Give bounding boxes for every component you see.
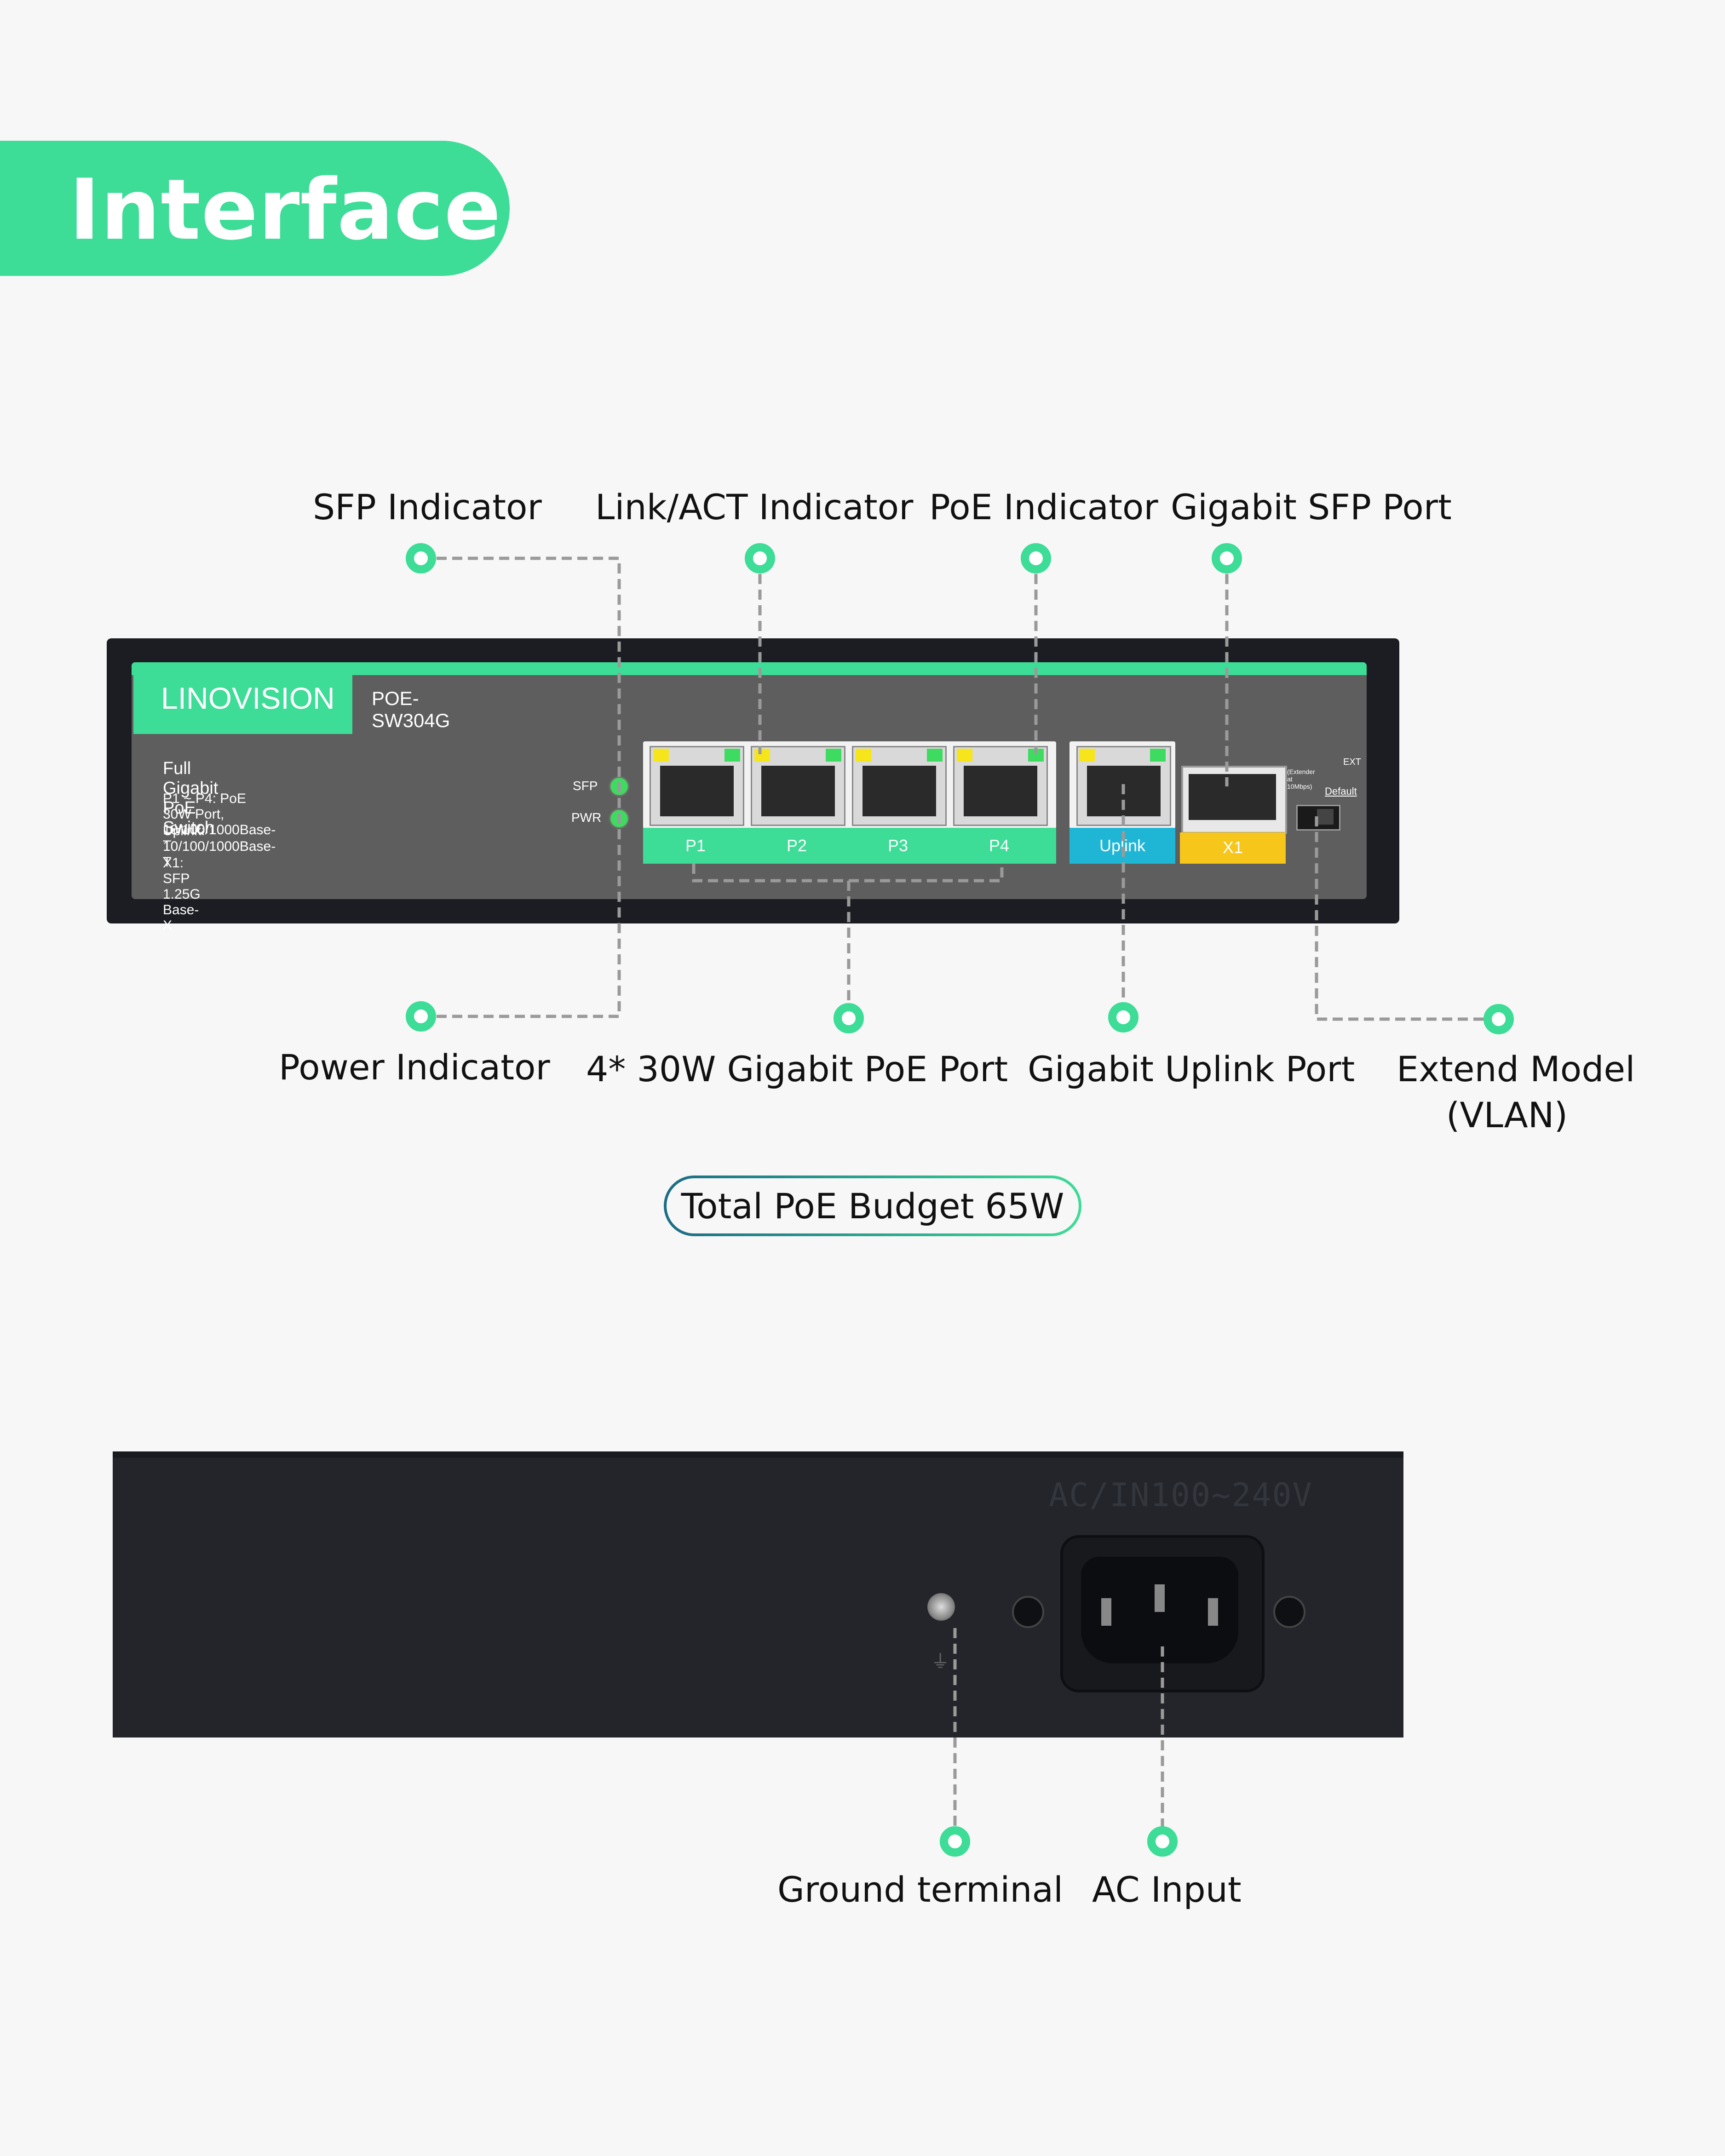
voltage-label: AC/IN100~240V	[1049, 1476, 1313, 1514]
pwr-led	[611, 810, 627, 827]
pwr-led-label: PWR	[571, 810, 602, 825]
poe-budget-badge: Total PoE Budget 65W	[664, 1175, 1081, 1236]
dot-ground	[940, 1826, 970, 1857]
callout-sfp-indicator: SFP Indicator	[313, 487, 542, 528]
dot-ac-input	[1147, 1826, 1178, 1857]
dot-sfp-port	[1212, 543, 1242, 573]
uplink-label: Uplink	[1099, 836, 1146, 855]
callout-poe-indicator: PoE Indicator	[929, 487, 1158, 528]
dot-poe-indicator	[1021, 543, 1051, 573]
default-label: Default	[1325, 786, 1357, 797]
spec-line-1: Full Gigabit PoE Switch	[163, 759, 218, 837]
sfp-strip	[1180, 832, 1286, 864]
p4-link-led	[957, 749, 972, 762]
sfp-led	[611, 778, 627, 795]
p4-poe-led	[1028, 749, 1044, 762]
ground-screw	[927, 1593, 955, 1621]
callout-power-indicator: Power Indicator	[279, 1047, 550, 1088]
callout-extend-model-line1: Extend Model	[1397, 1049, 1635, 1089]
port-label-p3: P3	[887, 836, 908, 855]
dot-power-indicator	[406, 1001, 436, 1032]
spec-line-4: X1: SFP 1.25G Base-X	[163, 855, 201, 933]
header-pill	[0, 141, 510, 276]
dot-uplink-port	[1108, 1002, 1138, 1032]
callout-uplink-port: Gigabit Uplink Port	[1028, 1049, 1355, 1089]
port-label-p2: P2	[786, 836, 807, 855]
callout-link-act-indicator: Link/ACT Indicator	[595, 487, 914, 528]
callout-extend-model-line2: (VLAN)	[1446, 1095, 1568, 1135]
port-label-p4: P4	[989, 836, 1010, 855]
dot-sfp-indicator	[406, 543, 436, 573]
ext-label: EXT	[1343, 757, 1361, 767]
rear-top-edge	[113, 1451, 1403, 1458]
p1-link-led	[653, 749, 669, 762]
poe-port-strip	[643, 828, 1056, 864]
callout-ground-terminal: Ground terminal	[777, 1869, 1064, 1910]
model-number: POE-SW304G	[372, 688, 450, 731]
spec-line-3: Uplink: 10/100/1000Base-T	[163, 823, 276, 870]
callout-poe-ports: 4* 30W Gigabit PoE Port	[586, 1049, 1008, 1089]
p2-poe-led	[826, 749, 841, 762]
port-label-p1: P1	[685, 836, 706, 855]
uplink-link-led	[1079, 749, 1095, 762]
callout-gigabit-sfp-port: Gigabit SFP Port	[1171, 487, 1452, 528]
page-title: Interface	[69, 161, 501, 258]
sfp-led-label: SFP	[573, 779, 598, 793]
brand-box	[133, 665, 352, 734]
dot-poe-ports	[834, 1003, 864, 1033]
p3-link-led	[856, 749, 871, 762]
dot-link-act	[745, 543, 775, 573]
uplink-poe-led	[1150, 749, 1166, 762]
mount-screw-left	[1012, 1596, 1044, 1628]
ext-note: (Extender at 10Mbps)	[1287, 768, 1315, 790]
p1-poe-led	[724, 749, 740, 762]
callout-ac-input: AC Input	[1092, 1869, 1242, 1910]
p2-link-led	[754, 749, 770, 762]
brand-logo: LINOVISION	[161, 681, 335, 715]
spec-line-2: P1 ~ P4: PoE 30W Port, 10/100/1000Base-T	[163, 791, 276, 853]
p3-poe-led	[927, 749, 943, 762]
dot-extend-model	[1484, 1004, 1514, 1034]
mount-screw-right	[1273, 1596, 1305, 1628]
ground-symbol-icon: ⏚	[931, 1651, 949, 1672]
ac-power-socket[interactable]	[1081, 1557, 1238, 1663]
sfp-label: X1	[1222, 838, 1243, 857]
port-sfp-x1[interactable]	[1181, 766, 1287, 834]
poe-budget-label: Total PoE Budget 65W	[667, 1178, 1079, 1233]
extend-mode-switch[interactable]	[1296, 805, 1340, 831]
